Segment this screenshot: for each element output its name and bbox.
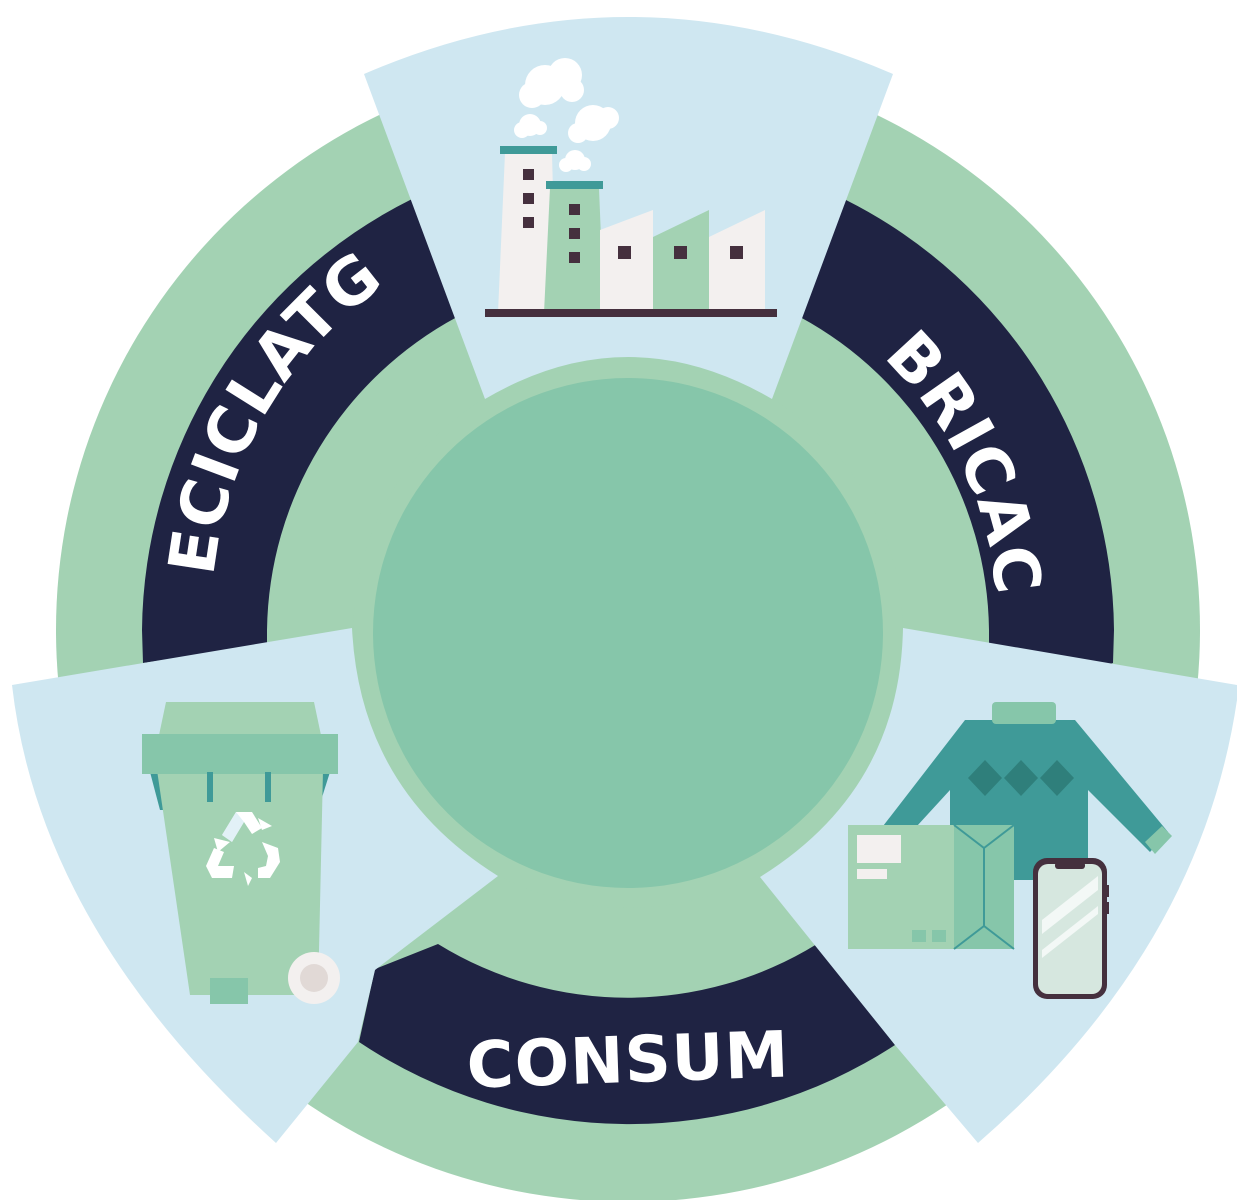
smoke-icon <box>514 58 619 172</box>
smartphone-icon <box>1033 858 1109 999</box>
label-consumption: CONSUM <box>465 1018 790 1103</box>
center-circle <box>373 378 883 888</box>
band-recycling <box>142 199 466 663</box>
recycling-bin-icon <box>142 702 340 1004</box>
band-consumption <box>359 944 895 1125</box>
cycle-bands <box>142 199 1114 1125</box>
shopping-products-icon <box>848 702 1172 999</box>
factory-icon <box>485 58 777 317</box>
band-manufacturing <box>800 200 1114 685</box>
package-box-icon <box>848 824 1015 950</box>
recycle-symbol-icon <box>206 812 280 886</box>
